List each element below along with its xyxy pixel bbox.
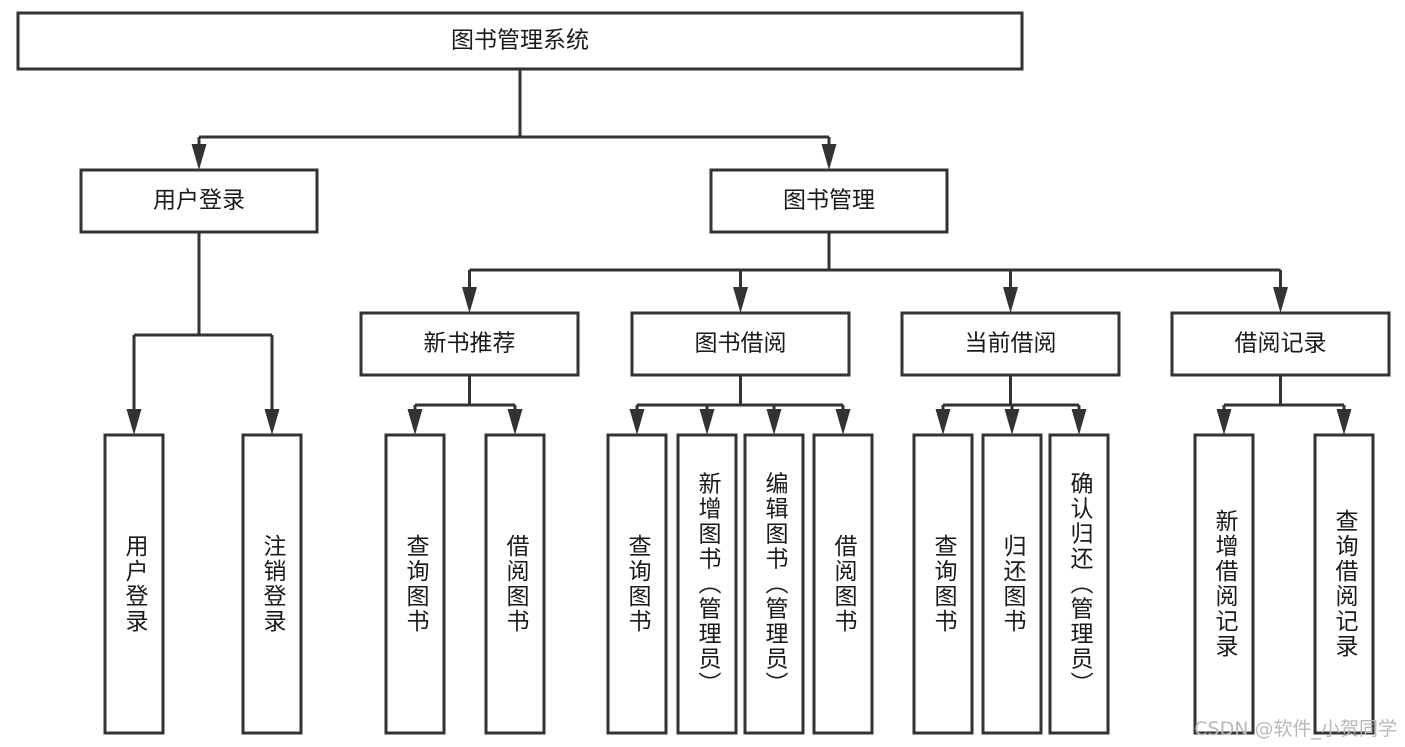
node-leaf-user-login[interactable]: 用户登录 — [103, 433, 165, 735]
arrow-head-icon — [1216, 409, 1232, 435]
node-box — [241, 433, 303, 735]
node-box — [16, 11, 1024, 71]
node-label: 新书推荐 — [424, 331, 516, 357]
node-leaf-edit-book[interactable]: 编辑图书（管理员） — [743, 433, 805, 735]
node-box — [606, 433, 668, 735]
node-leaf-query-book-1[interactable]: 查询图书 — [384, 433, 446, 735]
arrow-head-icon — [462, 287, 477, 313]
arrow-head-icon — [507, 409, 523, 435]
node-leaf-borrow-book-2[interactable]: 借阅图书 — [812, 433, 874, 735]
node-label: 查询图书 — [930, 534, 958, 634]
node-box — [630, 311, 851, 377]
node-box — [743, 433, 805, 735]
node-label: 查询图书 — [402, 534, 430, 634]
arrow-head-icon — [1003, 287, 1018, 313]
node-label: 新增图书（管理员） — [694, 472, 722, 697]
arrow-head-icon — [766, 409, 782, 435]
node-leaf-query-record[interactable]: 查询借阅记录 — [1313, 433, 1375, 735]
node-root-图书管理系统[interactable]: 图书管理系统 — [16, 11, 1024, 71]
connectors-layer — [126, 69, 1352, 435]
arrow-head-icon — [1004, 409, 1020, 435]
node-label: 确认归还（管理员） — [1066, 472, 1094, 697]
node-box — [384, 433, 446, 735]
node-leaf-add-book[interactable]: 新增图书（管理员） — [676, 433, 738, 735]
watermark-text: CSDN @软件_小贺同学 — [1194, 718, 1397, 740]
node-label: 当前借阅 — [965, 331, 1057, 357]
node-label: 借阅图书 — [830, 534, 858, 634]
arrow-head-icon — [264, 409, 280, 435]
node-current-borrow[interactable]: 当前借阅 — [900, 311, 1121, 377]
arrow-head-icon — [629, 409, 645, 435]
arrow-head-icon — [1273, 287, 1288, 313]
node-leaf-return-book[interactable]: 归还图书 — [981, 433, 1043, 735]
arrow-head-icon — [821, 144, 837, 170]
node-box — [900, 311, 1121, 377]
arrow-head-icon — [733, 287, 748, 313]
node-box — [359, 311, 580, 377]
node-box — [1193, 433, 1255, 735]
node-label: 用户登录 — [153, 188, 245, 214]
node-box — [1170, 311, 1391, 377]
node-book-borrow[interactable]: 图书借阅 — [630, 311, 851, 377]
node-box — [1313, 433, 1375, 735]
node-label: 新增借阅记录 — [1211, 509, 1239, 659]
node-borrow-record[interactable]: 借阅记录 — [1170, 311, 1391, 377]
node-box — [812, 433, 874, 735]
node-label: 归还图书 — [999, 534, 1027, 634]
node-label: 用户登录 — [121, 534, 149, 634]
node-label: 注销登录 — [259, 534, 287, 634]
arrow-head-icon — [935, 409, 951, 435]
node-label: 编辑图书（管理员） — [761, 472, 789, 697]
nodes-layer: 图书管理系统用户登录图书管理新书推荐图书借阅当前借阅借阅记录用户登录注销登录查询… — [16, 11, 1391, 735]
arrow-head-icon — [835, 409, 851, 435]
node-box — [981, 433, 1043, 735]
arrow-head-icon — [126, 409, 142, 435]
node-label: 查询借阅记录 — [1331, 509, 1359, 659]
node-label: 图书借阅 — [695, 331, 787, 357]
arrow-head-icon — [699, 409, 715, 435]
node-box — [709, 168, 949, 234]
node-box — [912, 433, 974, 735]
node-leaf-query-book-2[interactable]: 查询图书 — [606, 433, 668, 735]
node-box — [1048, 433, 1110, 735]
node-leaf-borrow-book-1[interactable]: 借阅图书 — [484, 433, 546, 735]
node-box — [79, 168, 319, 234]
node-box — [484, 433, 546, 735]
arrow-head-icon — [407, 409, 423, 435]
arrow-head-icon — [191, 144, 207, 170]
node-box — [103, 433, 165, 735]
node-leaf-add-record[interactable]: 新增借阅记录 — [1193, 433, 1255, 735]
arrow-head-icon — [1336, 409, 1352, 435]
node-new-book-rec[interactable]: 新书推荐 — [359, 311, 580, 377]
node-leaf-query-book-3[interactable]: 查询图书 — [912, 433, 974, 735]
node-label: 查询图书 — [624, 534, 652, 634]
node-book-manage[interactable]: 图书管理 — [709, 168, 949, 234]
node-leaf-confirm-return[interactable]: 确认归还（管理员） — [1048, 433, 1110, 735]
node-label: 借阅记录 — [1235, 331, 1327, 357]
arrow-head-icon — [1071, 409, 1087, 435]
node-label: 借阅图书 — [502, 534, 530, 634]
node-label: 图书管理系统 — [451, 28, 589, 54]
node-user-login[interactable]: 用户登录 — [79, 168, 319, 234]
node-leaf-logout[interactable]: 注销登录 — [241, 433, 303, 735]
node-box — [676, 433, 738, 735]
node-label: 图书管理 — [783, 188, 875, 214]
